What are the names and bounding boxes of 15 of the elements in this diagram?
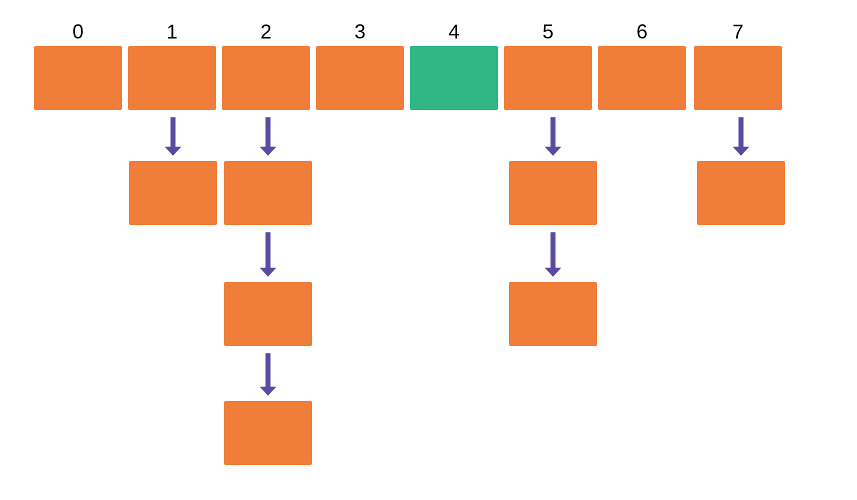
- cell-box: [224, 282, 312, 346]
- index-label: 7: [733, 24, 743, 38]
- cell-box: [697, 161, 785, 225]
- cell-box: [224, 401, 312, 465]
- cell-box: [509, 282, 597, 346]
- index-label: 0: [73, 24, 83, 38]
- index-label: 5: [543, 24, 553, 38]
- index-label: 1: [168, 24, 177, 38]
- index-label: 2: [261, 24, 271, 38]
- cell-box: [224, 161, 312, 225]
- cell-box: [129, 161, 217, 225]
- index-label: 6: [637, 24, 647, 38]
- index-label: 3: [355, 24, 365, 38]
- index-label: 4: [448, 24, 459, 38]
- cell-box: [509, 161, 597, 225]
